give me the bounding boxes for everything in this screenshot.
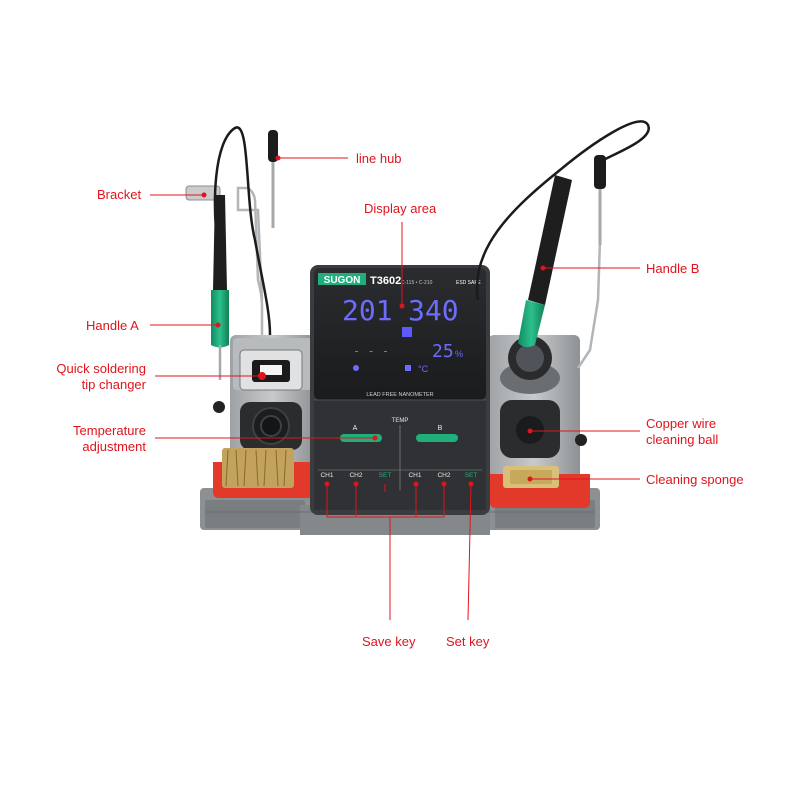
brand-badge [318, 273, 366, 285]
left-knob-icon[interactable] [213, 401, 225, 413]
key-ch2-right[interactable]: CH2 [437, 472, 450, 479]
label-handle-a: Handle A [86, 318, 139, 333]
key-ch1-left[interactable]: CH1 [320, 472, 333, 479]
temp-a-readout: 201 [342, 294, 393, 327]
percent-sign: % [455, 349, 463, 359]
right-iron-holder [500, 336, 560, 394]
label-temp-adj-line2: adjustment [82, 439, 146, 454]
key-ch1-right[interactable]: CH1 [408, 472, 421, 479]
label-quick-tip-line2: tip changer [81, 377, 146, 392]
display-area: SUGON T3602 C-115 • C-210 ESD SAFE 201 3… [318, 273, 481, 398]
temp-slider-b[interactable] [416, 434, 458, 442]
right-stand [576, 239, 602, 369]
model-suffix: C-115 • C-210 [401, 280, 433, 286]
channel-b-label: B [438, 425, 443, 432]
temp-label: TEMP [392, 418, 409, 424]
handle-b [518, 175, 572, 348]
model-name: T3602 [370, 275, 401, 287]
label-quick-tip-line1: Quick soldering [56, 361, 146, 376]
label-bracket: Bracket [97, 187, 142, 202]
label-copper-line2: cleaning ball [646, 432, 719, 447]
temp-unit: °C [418, 364, 429, 374]
channel-a-label: A [353, 425, 358, 432]
handle-a [211, 195, 229, 380]
level-indicator [402, 327, 412, 337]
label-display-area: Display area [364, 201, 437, 216]
label-cleaning-sponge: Cleaning sponge [646, 472, 744, 487]
quick-tip-changer [239, 349, 303, 391]
label-save-key: Save key [362, 634, 416, 649]
key-ch2-left[interactable]: CH2 [349, 472, 362, 479]
line-hub-iron [268, 130, 278, 228]
panel-subtitle: LEAD FREE NANOMETER [366, 392, 433, 398]
label-handle-b: Handle B [646, 261, 700, 276]
power-percent: 25 [432, 341, 454, 362]
dash-a: - - - [353, 344, 389, 358]
brand-name: SUGON [324, 275, 361, 286]
label-copper-wire-ball: Copper wire cleaning ball [646, 416, 718, 448]
label-temp-adj-line1: Temperature [73, 423, 146, 438]
label-set-key: Set key [446, 634, 490, 649]
right-knob-icon[interactable] [575, 434, 587, 446]
left-cable [213, 126, 272, 336]
lock-icon [405, 365, 411, 371]
keypad: CH1 CH2 SET CH1 CH2 SET [320, 472, 477, 479]
key-set-right[interactable]: SET [465, 472, 478, 479]
label-line-hub: line hub [356, 151, 402, 166]
key-set-left[interactable]: SET [379, 472, 392, 479]
right-hub-iron [594, 155, 606, 245]
left-sponge-holder [240, 402, 302, 450]
temp-b-readout: 340 [408, 294, 459, 327]
left-tray-brass-brush [213, 448, 313, 498]
callout-lines [150, 155, 640, 621]
label-temperature-adjustment: Temperature adjustment [50, 423, 146, 455]
esd-badge: ESD SAFE [456, 280, 481, 286]
label-copper-line1: Copper wire [646, 416, 717, 431]
label-quick-tip-changer: Quick soldering tip changer [50, 361, 146, 393]
right-cable [475, 120, 650, 301]
sound-icon [353, 365, 359, 371]
